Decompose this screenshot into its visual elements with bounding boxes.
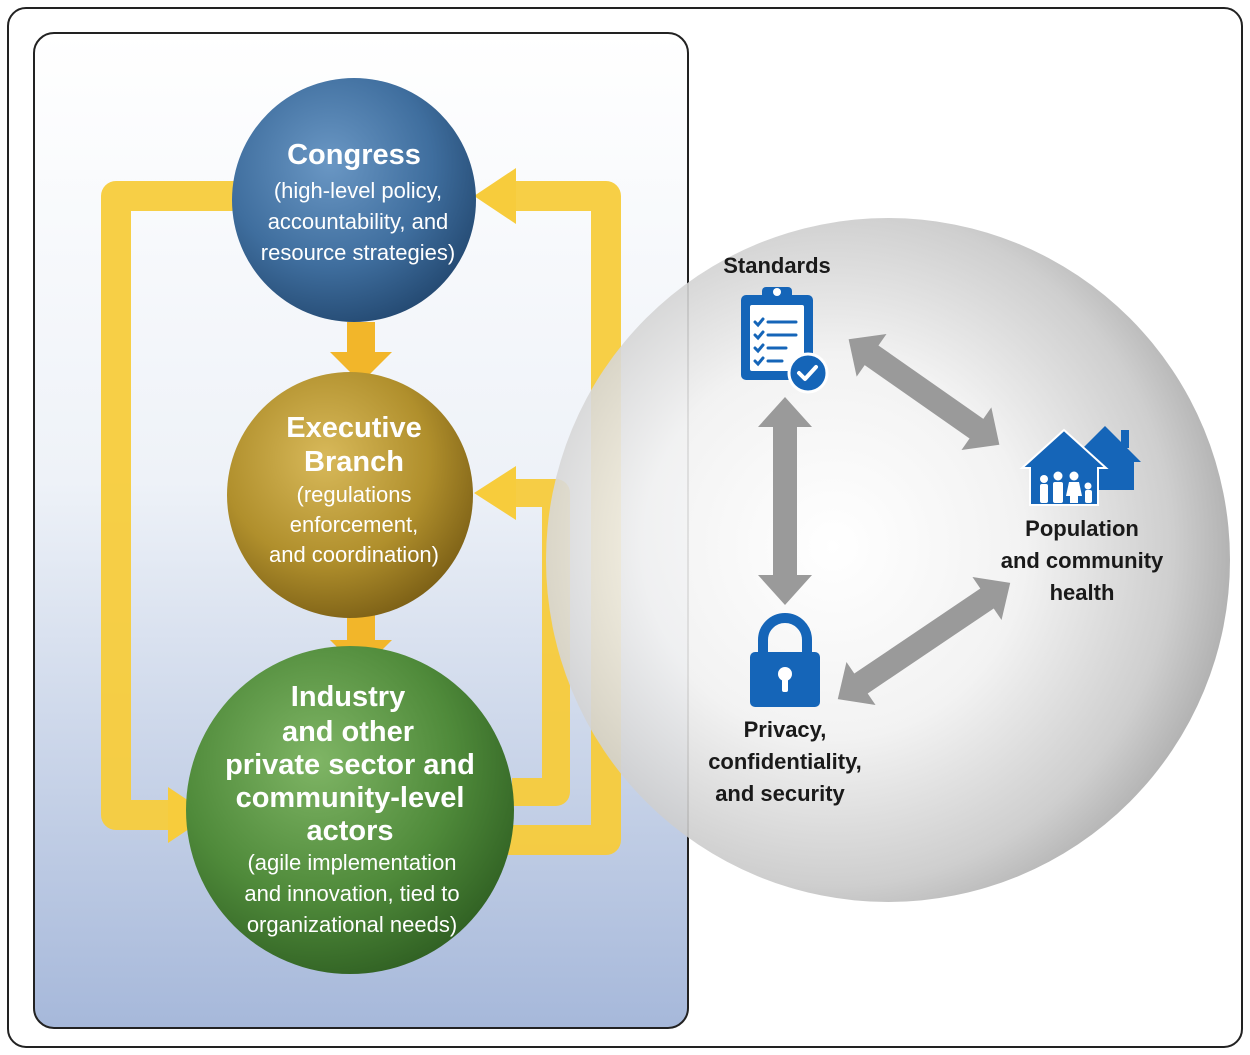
privacy-label-2: confidentiality, (708, 749, 862, 774)
arrowhead-to-congress (474, 168, 516, 224)
congress-node: Congress (high-level policy, accountabil… (232, 78, 476, 322)
industry-circle (186, 646, 514, 974)
executive-title-1: Executive (286, 412, 421, 444)
arrow-congress-to-executive (330, 322, 392, 383)
sphere-arrows (758, 333, 1011, 706)
standards-label: Standards (723, 253, 831, 278)
population-label-2: and community (1001, 548, 1164, 573)
population-label-1: Population (1025, 516, 1139, 541)
executive-circle (227, 372, 473, 618)
congress-title: Congress (287, 139, 421, 171)
executive-sub-1: (regulations (297, 482, 412, 507)
executive-node: Executive Branch (regulations enforcemen… (227, 372, 473, 618)
industry-sub-1: (agile implementation (247, 850, 456, 875)
arrow-standards-population (848, 333, 1000, 451)
privacy-label-1: Privacy, (744, 717, 827, 742)
executive-sub-3: and coordination) (269, 542, 439, 567)
industry-title-1: Industry (291, 681, 405, 713)
privacy-label-3: and security (715, 781, 845, 806)
arrow-congress-to-industry (101, 181, 235, 830)
industry-sub-3: organizational needs) (247, 912, 457, 937)
arrow-executive-to-industry (330, 612, 392, 671)
industry-title-4: community-level (236, 782, 465, 814)
arrow-privacy-population (837, 576, 1011, 706)
arrowhead-to-executive (474, 466, 516, 520)
houses-family-icon (1019, 426, 1141, 506)
population-label-3: health (1050, 580, 1115, 605)
congress-sub-3: resource strategies) (261, 240, 455, 265)
industry-title-5: actors (306, 815, 393, 847)
executive-sub-2: enforcement, (290, 512, 418, 537)
industry-title-2: and other (282, 716, 414, 748)
padlock-icon (750, 613, 820, 707)
arrow-standards-privacy (758, 397, 812, 605)
down-arrows (330, 322, 392, 671)
congress-sub-1: (high-level policy, (274, 178, 442, 203)
industry-sub-2: and innovation, tied to (244, 881, 459, 906)
congress-circle (232, 78, 476, 322)
data-infrastructure-sphere (546, 218, 1230, 902)
congress-sub-2: accountability, and (268, 209, 449, 234)
industry-title-3: private sector and (225, 749, 475, 781)
arrow-industry-to-executive (510, 479, 570, 806)
clipboard-check-icon (741, 287, 829, 394)
industry-node: Industry and other private sector and co… (186, 646, 514, 974)
executive-title-2: Branch (304, 446, 404, 478)
